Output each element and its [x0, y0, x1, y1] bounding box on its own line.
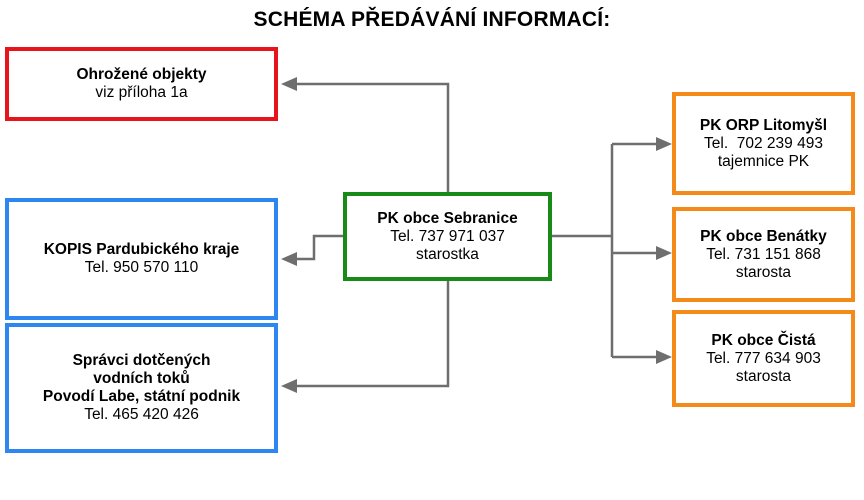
cista-box: PK obce Čistá Tel. 777 634 903 starosta	[672, 310, 855, 407]
endangered-objects-box: Ohrožené objekty viz příloha 1a	[5, 47, 278, 121]
water-managers-phone: Tel. 465 420 426	[84, 406, 199, 423]
arrowhead-benatky	[656, 246, 672, 260]
water-managers-name-line1: Správci dotčených	[72, 352, 211, 369]
litomysl-name: PK ORP Litomyšl	[699, 116, 828, 134]
benatky-box: PK obce Benátky Tel. 731 151 868 starost…	[672, 207, 855, 302]
cista-name: PK obce Čistá	[711, 331, 816, 349]
center-box: PK obce Sebranice Tel. 737 971 037 staro…	[343, 192, 552, 281]
center-role: starostka	[416, 245, 479, 263]
arrowhead-water	[281, 379, 297, 393]
water-managers-box: Správci dotčených vodních toků Povodí La…	[5, 323, 278, 453]
arrowhead-litomysl	[656, 137, 672, 151]
cista-phone: Tel. 777 634 903	[706, 349, 821, 367]
center-name: PK obce Sebranice	[377, 209, 518, 227]
benatky-phone: Tel. 731 151 868	[706, 245, 821, 263]
endangered-objects-note: viz příloha 1a	[95, 84, 188, 101]
kopis-box: KOPIS Pardubického kraje Tel. 950 570 11…	[5, 198, 278, 320]
cista-role: starosta	[735, 367, 792, 385]
kopis-name: KOPIS Pardubického kraje	[43, 241, 240, 258]
arrowhead-kopis	[281, 252, 297, 266]
diagram-title: SCHÉMA PŘEDÁVÁNÍ INFORMACÍ:	[253, 8, 611, 31]
benatky-role: starosta	[735, 263, 792, 281]
water-managers-name-line2: vodních toků	[93, 370, 190, 387]
litomysl-role: tajemnice PK	[717, 152, 810, 170]
arrow-to-kopis	[296, 234, 345, 261]
water-managers-name-line3: Povodí Labe, státní podnik	[42, 388, 241, 405]
arrow-to-endangered	[296, 82, 450, 194]
arrow-to-water	[296, 280, 450, 388]
benatky-name: PK obce Benátky	[700, 227, 827, 245]
endangered-objects-name: Ohrožené objekty	[76, 66, 207, 83]
center-phone: Tel. 737 971 037	[390, 227, 505, 245]
litomysl-box: PK ORP Litomyšl Tel. 702 239 493 tajemni…	[672, 92, 855, 195]
kopis-phone: Tel. 950 570 110	[84, 259, 199, 276]
litomysl-phone: Tel. 702 239 493	[704, 134, 823, 152]
arrowhead-cista	[656, 350, 672, 364]
arrowhead-endangered	[281, 77, 297, 91]
